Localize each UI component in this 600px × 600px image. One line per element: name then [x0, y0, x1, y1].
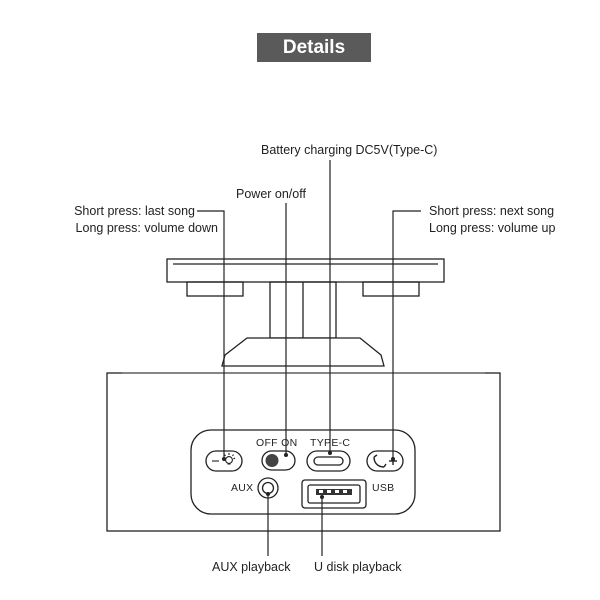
aux-playback-label: AUX playback — [212, 560, 291, 574]
right-leader — [392, 210, 421, 459]
usb-label: USB — [372, 482, 395, 494]
left-leader — [197, 210, 225, 459]
aux-label: AUX — [231, 482, 254, 494]
left-button-label-2: Long press: volume down — [75, 221, 218, 235]
right-button[interactable] — [366, 450, 404, 472]
power-label: Power on/off — [236, 187, 306, 201]
right-foot — [362, 281, 420, 297]
type-c-port[interactable] — [306, 450, 351, 472]
usb-port[interactable] — [301, 479, 367, 509]
top-plate — [166, 258, 445, 283]
left-foot — [186, 281, 244, 297]
details-title: Details — [257, 33, 371, 62]
power-switch[interactable] — [261, 450, 296, 471]
udisk-playback-label: U disk playback — [314, 560, 402, 574]
right-button-label-1: Short press: next song — [429, 204, 555, 218]
battery-charging-label: Battery charging DC5V(Type-C) — [261, 143, 438, 157]
type-c-label: TYPE-C — [310, 437, 351, 449]
right-button-label-2: Long press: volume up — [429, 221, 556, 235]
switch-knob-icon — [265, 454, 279, 467]
left-button-label-1: Short press: last song — [74, 204, 195, 218]
base-cone — [221, 337, 385, 367]
off-on-label: OFF ON — [256, 437, 298, 449]
control-panel — [190, 429, 416, 515]
